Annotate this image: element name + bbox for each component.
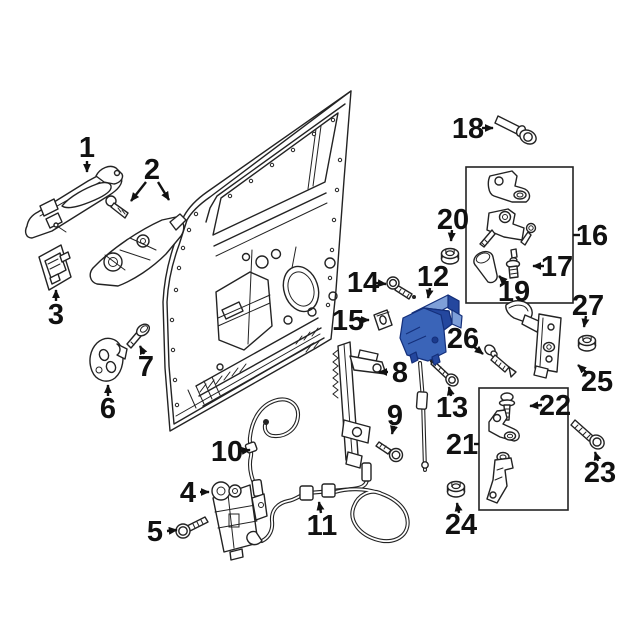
access-hole (215, 271, 273, 351)
part-number-16: 16 (576, 220, 608, 252)
part-number-12: 12 (417, 261, 449, 293)
callout-6: 6 (100, 384, 116, 425)
part-number-5: 5 (147, 516, 163, 548)
callout-25: 25 (577, 364, 613, 398)
part-5-bolt (175, 516, 209, 539)
part-19-cone (473, 250, 498, 284)
callout-15: 15 (332, 305, 370, 337)
part-18-bolt (494, 115, 537, 145)
part-number-1: 1 (79, 132, 95, 164)
part-number-11: 11 (307, 510, 338, 542)
callout-19: 19 (498, 275, 530, 308)
part-number-2: 2 (144, 154, 160, 186)
callout-5: 5 (147, 516, 178, 548)
part-number-19: 19 (498, 276, 530, 308)
part-12-door-latch-highlighted (399, 294, 463, 366)
callout-11: 11 (307, 501, 338, 542)
part-15-clip (373, 309, 393, 331)
callout-3: 3 (48, 289, 64, 331)
part-number-27: 27 (572, 290, 604, 322)
part-8-window-regulator (332, 341, 387, 469)
latch-rod (415, 361, 429, 472)
inner-panel (187, 246, 338, 409)
callout-10: 10 (211, 436, 251, 468)
part-number-25: 25 (581, 366, 613, 398)
part-number-9: 9 (387, 400, 403, 432)
callout-26: 26 (447, 323, 484, 355)
callout-22: 22 (529, 390, 571, 422)
part-26-bolt (484, 344, 517, 378)
part-11-lock-cable (246, 462, 410, 546)
part-number-10: 10 (211, 436, 243, 468)
part-number-8: 8 (392, 357, 408, 389)
callout-1: 1 (79, 132, 95, 173)
group-box-21-bracket-kit (478, 387, 569, 511)
part-number-3: 3 (48, 299, 64, 331)
part-number-24: 24 (445, 509, 477, 541)
part-number-4: 4 (180, 477, 196, 509)
part-number-6: 6 (100, 393, 116, 425)
part-14-bolt (386, 276, 416, 300)
callout-14: 14 (347, 267, 387, 299)
callout-16: 16 (573, 220, 608, 252)
part-number-23: 23 (584, 457, 616, 489)
callout-12: 12 (417, 261, 449, 299)
part-25-door-check (505, 300, 562, 379)
part-3-latch-sensor (38, 244, 72, 291)
part-number-20: 20 (437, 204, 469, 236)
part-number-14: 14 (347, 267, 379, 299)
callout-23: 23 (584, 451, 616, 489)
frame-holes (169, 117, 343, 408)
callout-17: 17 (532, 251, 573, 283)
callout-2: 2 (130, 154, 171, 202)
callout-13: 13 (436, 386, 468, 424)
part-number-22: 22 (539, 390, 571, 422)
callout-4: 4 (180, 477, 210, 509)
group-box-16-hinge-kit (465, 166, 574, 304)
part-24-nut (446, 480, 466, 498)
part-17-stud (505, 248, 521, 279)
callout-7: 7 (138, 345, 154, 383)
callout-9: 9 (387, 400, 403, 435)
part-number-18: 18 (452, 113, 484, 145)
part-7-bolt (126, 323, 151, 349)
part-number-7: 7 (138, 351, 154, 383)
part-number-13: 13 (436, 392, 468, 424)
door-panel-shell (162, 90, 352, 432)
callout-20: 20 (437, 204, 469, 242)
part-number-21: 21 (446, 429, 478, 461)
part-1-exterior-door-handle (24, 165, 124, 239)
part-23-bolt (570, 419, 605, 450)
part-9-bolt (375, 441, 404, 463)
part-number-17: 17 (541, 251, 573, 283)
part-number-26: 26 (447, 323, 479, 355)
part-number-15: 15 (332, 305, 364, 337)
part-27-nut (577, 334, 597, 352)
callout-18: 18 (452, 113, 494, 145)
callout-24: 24 (445, 502, 477, 541)
part-6-striker-plate (89, 337, 128, 382)
callout-21: 21 (446, 429, 479, 461)
callout-27: 27 (572, 290, 604, 328)
part-22-bolt (498, 392, 516, 421)
callout-8: 8 (378, 357, 408, 389)
part-2-handle-reinforcement (89, 195, 187, 287)
